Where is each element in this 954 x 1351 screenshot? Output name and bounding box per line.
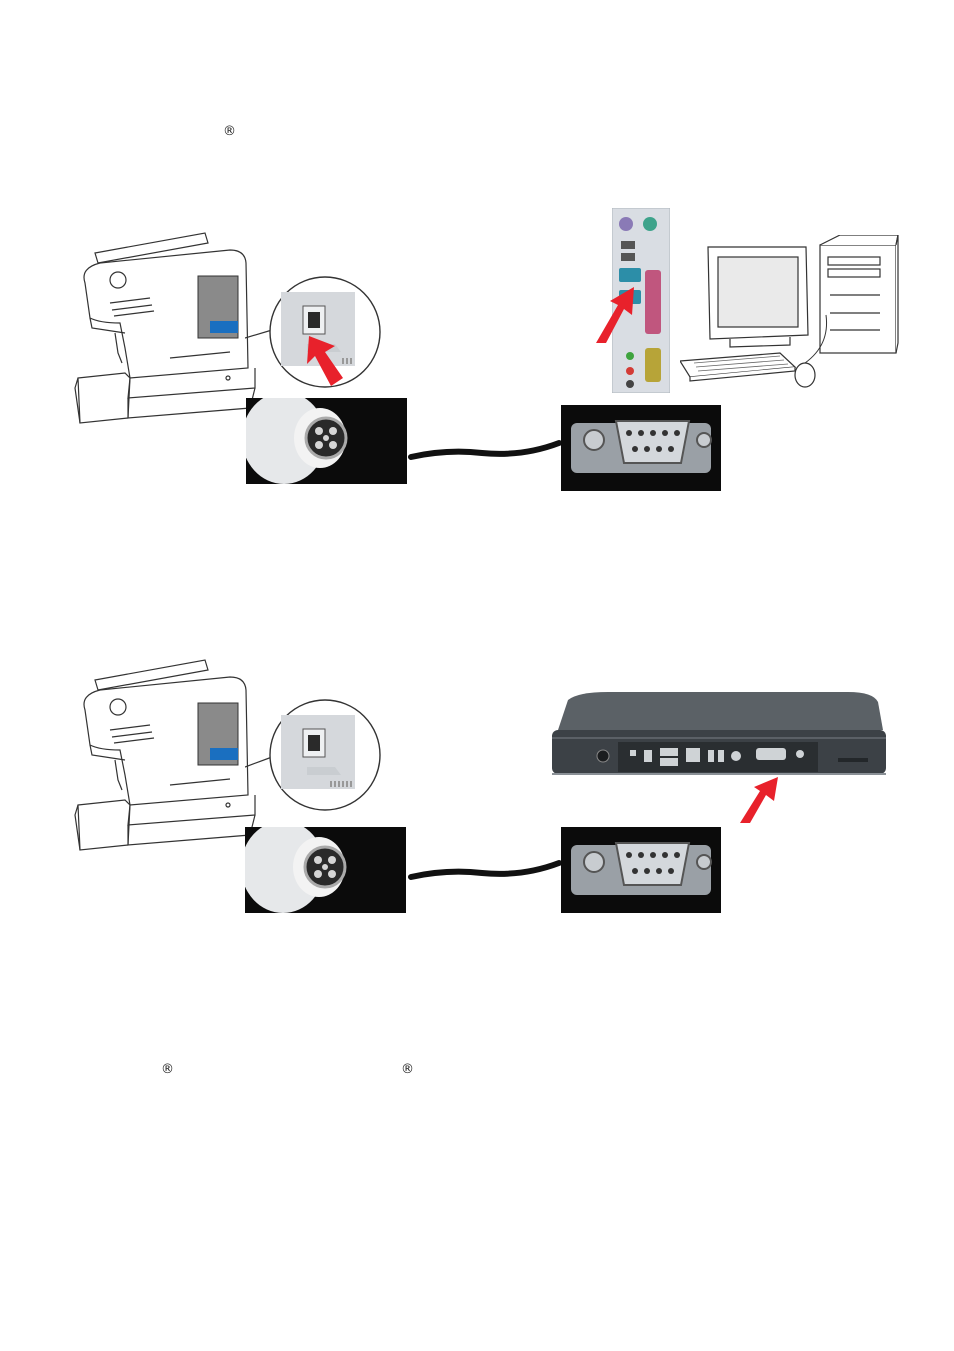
mini-din-plug-photo-2 [245,827,406,913]
desktop-pc-illustration [680,235,900,395]
sewing-machine-illustration-2 [70,655,270,860]
sewing-machine-illustration [70,228,270,433]
cable-bottom [407,855,562,885]
cable-top [407,435,562,465]
registered-mark-2: ® [161,1062,174,1077]
laptop-rear-illustration [548,690,888,788]
db9-connector-photo-2 [561,827,721,913]
port-callout-zoom [245,270,385,400]
mini-din-plug-photo [246,398,407,484]
registered-mark-1: ® [223,124,236,139]
port-callout-zoom-2 [245,693,385,823]
arrow-to-laptop-port [736,775,784,825]
db9-connector-photo [561,405,721,491]
registered-mark-3: ® [401,1062,414,1077]
arrow-to-pc-port [592,285,642,345]
